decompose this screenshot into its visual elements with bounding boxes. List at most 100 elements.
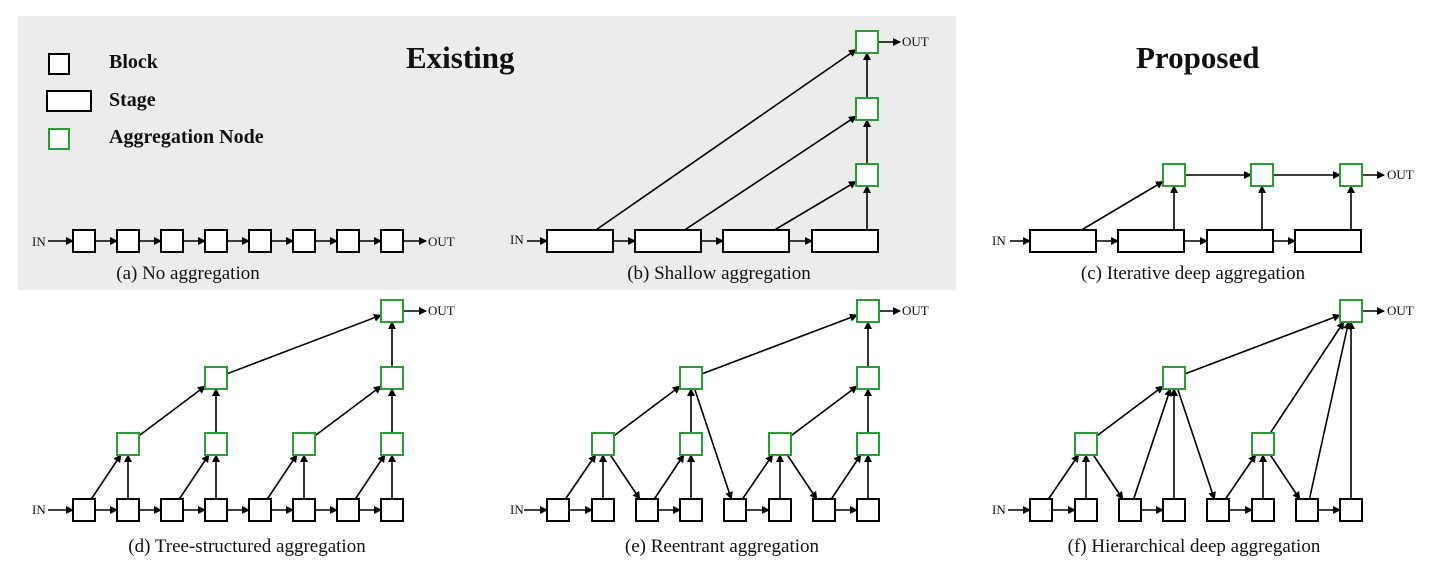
in-label-a: IN (32, 234, 46, 249)
edge-arrow (90, 454, 122, 500)
edge-arrow (693, 388, 733, 500)
stage-node-c3 (1206, 229, 1274, 253)
edge-arrow (595, 48, 857, 231)
block-node-e8 (856, 498, 880, 522)
block-node-d3 (160, 498, 184, 522)
edge-arrow (1092, 454, 1124, 500)
legend-block-symbol (48, 53, 70, 75)
block-node-f8 (1339, 498, 1363, 522)
edge-arrow (701, 313, 858, 375)
out-label-c: OUT (1387, 167, 1414, 182)
block-node-d4 (204, 498, 228, 522)
out-label-a: OUT (428, 234, 455, 249)
aggregation-node-c2 (1250, 163, 1274, 187)
block-node-e4 (679, 498, 703, 522)
aggregation-node-d6 (380, 366, 404, 390)
aggregation-node-b3 (855, 30, 879, 54)
edge-arrow (178, 454, 210, 500)
aggregation-node-d2 (204, 432, 228, 456)
edge-arrow (684, 115, 857, 231)
out-label-d: OUT (428, 303, 455, 318)
aggregation-node-b2 (855, 97, 879, 121)
out-label-b: OUT (902, 34, 929, 49)
edge-arrow (1308, 321, 1351, 500)
aggregation-node-e5 (679, 366, 703, 390)
edge-arrow (1269, 321, 1345, 434)
aggregation-node-f3 (1162, 366, 1186, 390)
in-label-f: IN (992, 502, 1006, 517)
edge-arrow (1184, 313, 1341, 375)
block-node-d5 (248, 498, 272, 522)
proposed-heading: Proposed (1136, 40, 1260, 75)
edge-arrow (1081, 180, 1164, 231)
out-label-e: OUT (902, 303, 929, 318)
stage-node-c2 (1117, 229, 1185, 253)
aggregation-node-e7 (856, 299, 880, 323)
edge-arrow (1047, 454, 1080, 500)
caption-b: (b) Shallow aggregation (627, 263, 811, 284)
stage-node-b2 (634, 229, 702, 253)
edge-arrow (226, 313, 382, 375)
edge-arrow (774, 180, 857, 231)
caption-d: (d) Tree-structured aggregation (128, 536, 366, 557)
edge-arrow (790, 385, 858, 437)
edge-arrow (741, 454, 774, 500)
block-node-a1 (72, 229, 96, 253)
aggregation-node-d3 (292, 432, 316, 456)
caption-e: (e) Reentrant aggregation (625, 536, 820, 557)
block-node-f1 (1029, 498, 1053, 522)
stage-node-b3 (722, 229, 790, 253)
edge-arrow (1176, 388, 1216, 500)
caption-c: (c) Iterative deep aggregation (1081, 263, 1306, 284)
aggregation-node-d1 (116, 432, 140, 456)
edge-arrow (564, 454, 597, 500)
stage-node-b1 (546, 229, 614, 253)
in-label-b: IN (510, 232, 524, 247)
block-node-a6 (292, 229, 316, 253)
legend-aggregation-node-symbol (48, 128, 70, 150)
aggregation-node-f1 (1074, 432, 1098, 456)
block-node-f2 (1074, 498, 1098, 522)
block-node-d2 (116, 498, 140, 522)
block-node-a7 (336, 229, 360, 253)
caption-a: (a) No aggregation (116, 263, 260, 284)
aggregation-node-f4 (1339, 299, 1363, 323)
aggregation-node-e4 (856, 432, 880, 456)
legend-aggregation-node-label: Aggregation Node (109, 126, 264, 148)
block-node-a4 (204, 229, 228, 253)
block-node-d1 (72, 498, 96, 522)
edge-arrow (266, 454, 298, 500)
edge-arrow (1224, 454, 1257, 500)
edge-arrow (1132, 388, 1172, 500)
legend-stage-label: Stage (109, 89, 156, 111)
block-node-a3 (160, 229, 184, 253)
edge-arrow (314, 385, 382, 437)
aggregation-node-e3 (768, 432, 792, 456)
stage-node-b4 (811, 229, 879, 253)
edge-arrow (1096, 385, 1164, 437)
aggregation-node-e1 (591, 432, 615, 456)
existing-heading: Existing (406, 40, 515, 75)
block-node-e1 (546, 498, 570, 522)
block-node-a8 (380, 229, 404, 253)
in-label-c: IN (992, 233, 1006, 248)
aggregation-node-e2 (679, 432, 703, 456)
legend-stage-symbol (46, 90, 92, 112)
edge-arrow (830, 454, 862, 500)
legend-block-label: Block (109, 51, 158, 73)
edge-arrow (786, 454, 818, 500)
block-node-d7 (336, 498, 360, 522)
block-node-f4 (1162, 498, 1186, 522)
aggregation-node-c1 (1162, 163, 1186, 187)
block-node-e5 (723, 498, 747, 522)
block-node-e3 (635, 498, 659, 522)
aggregation-node-d4 (380, 432, 404, 456)
edge-arrow (354, 454, 386, 500)
in-label-d: IN (32, 502, 46, 517)
block-node-e2 (591, 498, 615, 522)
aggregation-node-c3 (1339, 163, 1363, 187)
in-label-e: IN (510, 502, 524, 517)
block-node-a5 (248, 229, 272, 253)
block-node-e7 (812, 498, 836, 522)
